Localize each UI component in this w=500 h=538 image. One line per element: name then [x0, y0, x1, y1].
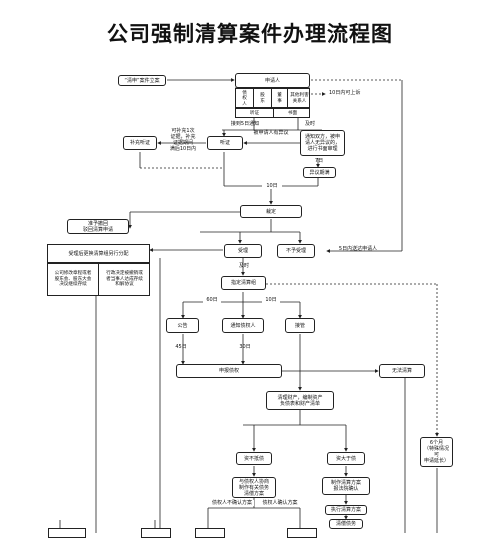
applicant-shareholder: 股 东 [254, 89, 272, 109]
page-title: 公司强制清算案件办理流程图 [107, 22, 393, 46]
node-review-mode: 听证 书面 [235, 108, 310, 118]
committee-option-right: 行政决定被撤销或 者当事人达成存续 和解协议 [106, 271, 143, 288]
node-not-accept: 不予受理 [277, 244, 315, 258]
label-creditors-confirm: 债权人确认方案 [258, 500, 302, 506]
node-unable-liquidate: 无法清算 [379, 364, 425, 378]
label-ten-days-mid: 10日 [262, 183, 282, 189]
applicant-creditor: 债 权 人 [236, 89, 254, 109]
label-supplement-note: 可补充1次 证据，补充 证据期间 满后10日内 [169, 128, 197, 152]
label-seven-days: 7日 [314, 158, 324, 164]
node-declare-claims: 申报债权 [176, 364, 282, 378]
committee-option-left: 公司修改章程或者 股东会、股东大会 决议继续存续 [48, 264, 99, 295]
node-applicant: 申请人 [235, 73, 310, 88]
label-sixty-days: 60日 [203, 297, 221, 303]
node-objection-expired: 异议期满 [303, 167, 336, 178]
node-takeover: 接管 [285, 318, 315, 333]
node-insufficient: 资不抵债 [236, 452, 272, 465]
node-accept: 受理 [224, 244, 262, 258]
node-notify-creditors: 通知债权人 [222, 318, 264, 333]
node-hearing: 听证 [207, 136, 243, 150]
node-supplement-hearing: 补充听证 [123, 136, 157, 150]
review-hearing: 听证 [236, 109, 274, 118]
applicant-other: 其他利害 关系人 [290, 93, 309, 104]
node-applicant-types: 债 权 人 股 东 董 事 其他利害 关系人 [235, 88, 310, 109]
node-bottom-2 [141, 528, 171, 538]
node-clear-assets: 清理财产，编制资产 负债表和财产清单 [266, 391, 334, 410]
node-execute-plan: 执行清算方案 [325, 505, 367, 515]
node-dismiss: 准予撤回 驳回清算申请 [67, 219, 129, 234]
label-forty-five-days: 45日 [175, 344, 187, 350]
node-solvent: 资大于债 [327, 452, 365, 465]
label-ten-days-top: 10日内可上诉 [329, 90, 361, 96]
node-committee-header: 受理后更换清算组另行分配 [47, 244, 150, 263]
node-announce: 公告 [166, 318, 199, 333]
node-liquidation-plan: 制作清算方案 报法院确认 [322, 477, 370, 495]
label-ten-days-low: 10日 [262, 297, 280, 303]
node-bottom-3 [195, 528, 225, 538]
node-bottom-4 [287, 528, 317, 538]
node-six-months: 6个月 （特殊情况可 申请延长） [420, 437, 453, 467]
node-repay-debts: 清偿债务 [329, 519, 363, 529]
label-five-days-appeal: 5日内送达申请人 [338, 246, 378, 252]
label-timely: 及时 [304, 121, 315, 127]
node-filing: “清申”案件立案 [118, 75, 166, 86]
label-creditors-reject: 债权人不确认方案 [210, 500, 254, 506]
label-timely-2: 及时 [238, 263, 249, 269]
node-committee-options: 公司修改章程或者 股东会、股东大会 决议继续存续 行政决定被撤销或 者当事人达成… [47, 263, 150, 296]
node-ruling: 裁定 [240, 205, 302, 218]
node-designate-committee: 指定清算组 [221, 276, 266, 290]
node-bottom-1 [48, 528, 86, 538]
label-five-days-notify: 接到5日通知 [230, 121, 260, 127]
label-thirty-days: 30日 [239, 344, 251, 350]
review-written: 书面 [287, 110, 298, 116]
label-objection-note: 被申请人有异议 [253, 130, 289, 136]
node-negotiate-plan: 与债权人协商 制作有关债务 清偿方案 [232, 477, 276, 498]
node-notify-parties: 通知双方，被申 请人无异议的， 进行书面审理 [300, 130, 345, 156]
applicant-director: 董 事 [272, 89, 288, 109]
